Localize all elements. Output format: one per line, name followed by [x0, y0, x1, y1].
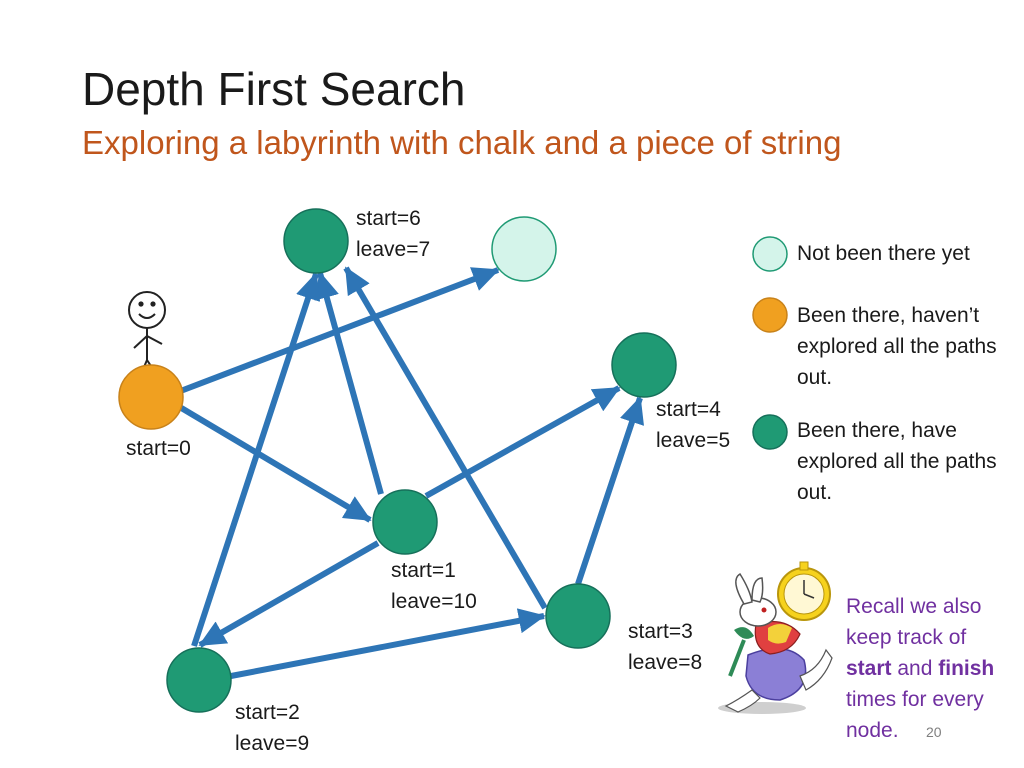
legend-unvisited-text: Not been there yet: [797, 242, 970, 265]
edge-2-to-6: [191, 272, 321, 647]
node-1-leave: leave=10: [391, 590, 477, 613]
node-3-start: start=3: [628, 620, 693, 643]
node-6: [283, 208, 349, 274]
node-4-start: start=4: [656, 398, 721, 421]
slide-subtitle: Exploring a labyrinth with chalk and a p…: [82, 124, 842, 161]
edge-2-to-3: [230, 608, 546, 679]
legend-done-text: Been there, have explored all the paths …: [797, 419, 997, 504]
node-4: [611, 332, 677, 398]
edge-1-to-4: [424, 385, 621, 499]
node-1-start: start=1: [391, 559, 456, 582]
edge-1-to-6: [314, 271, 384, 495]
node-0: [118, 364, 184, 430]
edge-1-to-2: [198, 540, 380, 648]
recall-note: Recall we also keep track of start and f…: [846, 591, 1016, 746]
node-3-label: start=3 leave=8: [628, 616, 702, 678]
node-2-label: start=2 leave=9: [235, 697, 309, 759]
node-4-leave: leave=5: [656, 429, 731, 452]
node-2-leave: leave=9: [235, 732, 310, 755]
legend-in-progress-text: Been there, haven’t explored all the pat…: [797, 304, 997, 389]
recall-text-3: times for every node.: [846, 688, 984, 742]
white-rabbit-illustration: [718, 561, 833, 714]
node-2: [166, 647, 232, 713]
legend-dot-in-progress: [752, 297, 788, 333]
edge-3-to-6: [343, 266, 548, 610]
legend-dot-done: [752, 414, 788, 450]
edge-3-to-4: [575, 396, 644, 585]
node-4-label: start=4 leave=5: [656, 394, 730, 456]
node-1-label: start=1 leave=10: [391, 555, 477, 617]
node-3-leave: leave=8: [628, 651, 703, 674]
recall-text-1: Recall we also keep track of: [846, 595, 982, 649]
node-unvisited: [491, 216, 557, 282]
slide-title: Depth First Search: [82, 63, 466, 115]
node-6-leave: leave=7: [356, 238, 431, 261]
recall-text-2: and: [891, 657, 939, 680]
node-1: [372, 489, 438, 555]
recall-start-word: start: [846, 657, 892, 680]
node-0-label: start=0: [126, 437, 191, 460]
page-number: 20: [926, 724, 942, 740]
recall-finish-word: finish: [938, 657, 995, 680]
node-3: [545, 583, 611, 649]
edge-0-to-1: [176, 403, 372, 523]
node-2-start: start=2: [235, 701, 300, 724]
node-6-start: start=6: [356, 207, 421, 230]
legend-dot-unvisited: [752, 236, 788, 272]
node-6-label: start=6 leave=7: [356, 203, 430, 265]
